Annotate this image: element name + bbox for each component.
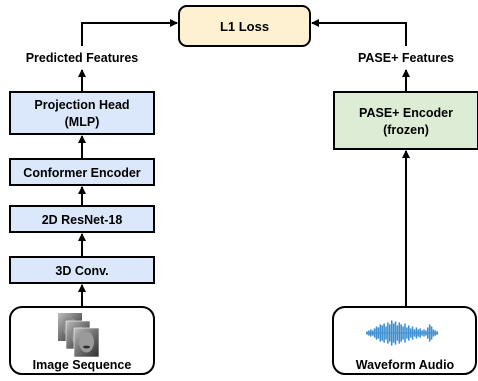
loss-box — [178, 5, 311, 47]
projection-head-label-line1: Projection Head — [34, 98, 129, 112]
pase-encoder-box — [333, 91, 478, 150]
projection-head-box — [9, 91, 155, 135]
arrow-left-to-loss — [81, 19, 178, 46]
loss-label: L1 Loss — [220, 19, 269, 34]
conformer-label: Conformer Encoder — [23, 166, 141, 180]
pase-encoder-label-line2: (frozen) — [383, 123, 429, 137]
resnet-label: 2D ResNet-18 — [42, 213, 123, 227]
pase-encoder-label-line1: PASE+ Encoder — [359, 106, 453, 120]
resnet-box — [9, 205, 155, 233]
pase-features-label: PASE+ Features — [358, 51, 454, 65]
projection-head-label-line2: (MLP) — [65, 115, 100, 129]
image-sequence-label: Image Sequence — [33, 358, 132, 372]
conformer-box — [9, 158, 155, 186]
conv3d-box — [9, 256, 155, 284]
arrow-right-to-loss — [311, 19, 407, 46]
conv3d-label: 3D Conv. — [55, 264, 108, 278]
face-frames-icon — [58, 313, 100, 358]
predicted-features-label: Predicted Features — [26, 51, 139, 65]
waveform-audio-label: Waveform Audio — [356, 358, 455, 372]
waveform-icon — [366, 320, 439, 346]
